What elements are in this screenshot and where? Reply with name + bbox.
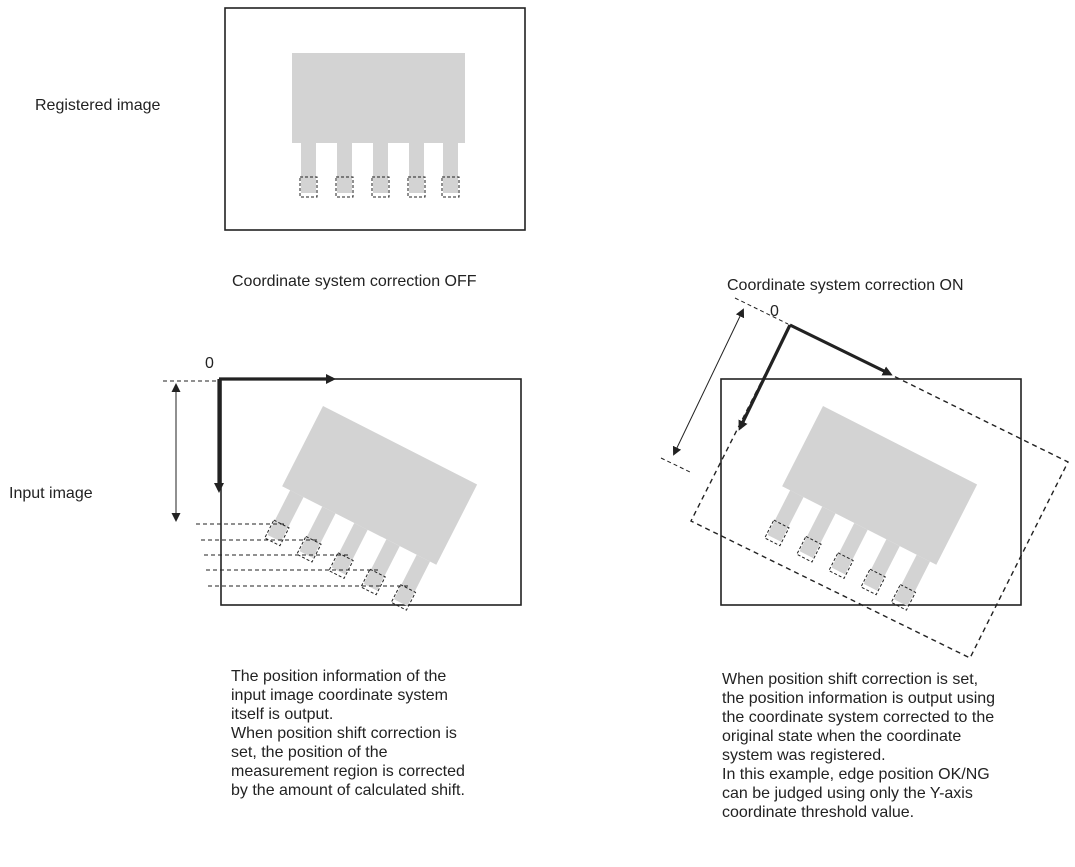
description-on-line: When position shift correction is set, bbox=[722, 671, 979, 688]
origin-label-off: 0 bbox=[205, 355, 214, 372]
y-axis-arrow-on bbox=[738, 324, 792, 431]
description-off-line: set, the position of the bbox=[231, 744, 388, 761]
registered-image-label: Registered image bbox=[35, 97, 161, 114]
description-on-line: coordinate threshold value. bbox=[722, 804, 915, 821]
description-on-line: can be judged using only the Y-axis bbox=[722, 785, 973, 802]
registered-workpiece bbox=[292, 53, 465, 198]
description-on: When position shift correction is set, t… bbox=[722, 670, 995, 822]
correction-off-title: Coordinate system correction OFF bbox=[232, 273, 477, 290]
description-on-line: system was registered. bbox=[722, 747, 886, 764]
correction-on-title: Coordinate system correction ON bbox=[727, 277, 964, 294]
description-on-line: In this example, edge position OK/NG bbox=[722, 766, 990, 783]
registered-image-frame bbox=[224, 7, 526, 231]
projection-lines bbox=[196, 523, 410, 587]
input-image-label: Input image bbox=[9, 485, 93, 502]
description-off-line: by the amount of calculated shift. bbox=[231, 782, 465, 799]
description-on-line: the coordinate system corrected to the bbox=[722, 709, 995, 726]
origin-label-on: 0 bbox=[770, 303, 779, 320]
x-axis-arrow-on bbox=[789, 323, 893, 376]
input-image-frame-on bbox=[720, 378, 1022, 606]
description-off-line: itself is output. bbox=[231, 706, 334, 723]
description-off: The position information of the input im… bbox=[231, 667, 465, 800]
description-off-line: When position shift correction is bbox=[231, 725, 457, 742]
dimension-arrow-on bbox=[672, 308, 745, 456]
description-off-line: input image coordinate system bbox=[231, 687, 448, 704]
description-on-line: original state when the coordinate bbox=[722, 728, 962, 745]
description-off-line: The position information of the bbox=[231, 668, 447, 685]
description-on-line: the position information is output using bbox=[722, 690, 996, 707]
description-off-line: measurement region is corrected bbox=[231, 763, 465, 780]
rotated-workpiece-off bbox=[259, 406, 478, 611]
rotated-workpiece-on bbox=[759, 406, 978, 611]
origin-dashed-line-on bbox=[734, 297, 789, 325]
origin-dashed-line-on-lower bbox=[660, 457, 691, 473]
